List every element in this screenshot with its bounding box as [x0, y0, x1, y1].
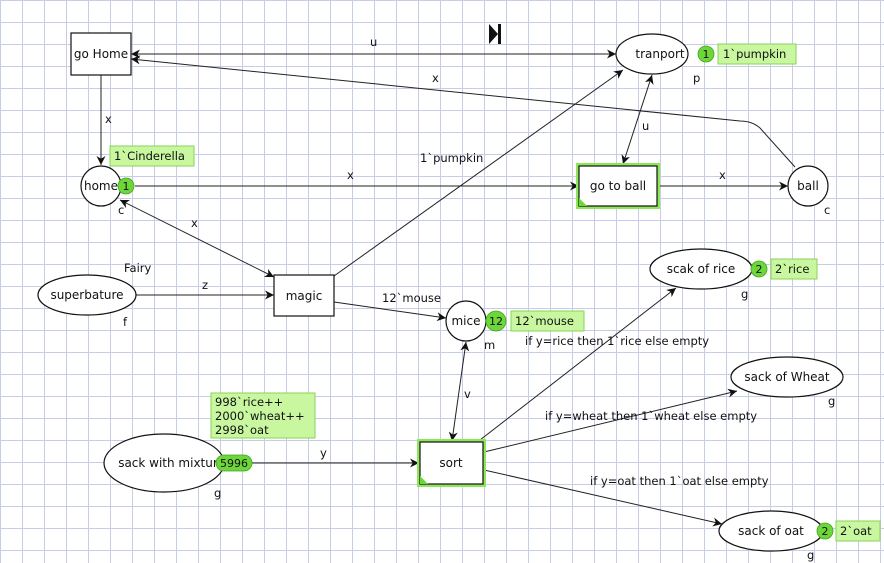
arc-label-home-magic: x [191, 216, 198, 230]
place-tranport-count: 1 [703, 48, 710, 61]
place-tranport-token: 1`pumpkin [723, 47, 786, 61]
place-scak-of-rice-marking: 2 2`rice [750, 258, 818, 280]
place-home[interactable]: home [80, 165, 122, 207]
place-sack-with-mixture-token-1: 998`rice++ [215, 395, 283, 409]
place-home-label: home [84, 179, 118, 193]
arc-label-gohome-home: x [105, 112, 112, 126]
arc-label-gohome-tranport: u [370, 35, 377, 49]
arc-sort-wheat [483, 388, 738, 453]
place-mice-label: mice [451, 314, 480, 328]
transition-go-to-ball-label: go to ball [590, 179, 646, 193]
arc-magic-tranport [333, 69, 624, 277]
place-home-marking: 1 1`Cinderella [109, 145, 195, 195]
place-superbature-type: f [123, 315, 128, 329]
transition-sort-label: sort [439, 456, 463, 470]
place-mice-count: 12 [489, 315, 503, 328]
arc-label-sort-oat: if y=oat then 1`oat else empty [590, 474, 769, 488]
arc-mice-sort [448, 341, 470, 442]
place-sack-with-mixture-marking: 5996 998`rice++ 2000`wheat++ 2998`oat [210, 392, 316, 472]
place-scak-of-rice[interactable]: scak of rice [649, 248, 753, 290]
place-ball-type: c [824, 203, 830, 217]
arc-label-sort-wheat: if y=wheat then 1`wheat else empty [545, 409, 757, 423]
place-home-token: 1`Cinderella [114, 149, 185, 163]
place-home-type: c [118, 203, 124, 217]
place-tranport-marking: 1 1`pumpkin [697, 43, 797, 65]
place-tranport[interactable]: tranport [615, 33, 689, 75]
arc-home-magic [119, 199, 275, 278]
place-sack-of-oat-count: 2 [822, 525, 829, 538]
place-sack-of-wheat-type: g [828, 394, 835, 408]
arc-sort-oat [483, 469, 723, 527]
place-sack-with-mixture-label: sack with mixtur [118, 456, 218, 470]
place-sack-of-oat[interactable]: sack of oat [718, 510, 824, 552]
place-superbature[interactable]: superbature [37, 274, 137, 316]
arc-label-tranport-gotoball: u [642, 119, 649, 133]
place-sack-with-mixture-token-3: 2998`oat [215, 423, 269, 437]
arc-label-home-gotoball: x [347, 168, 354, 182]
transition-go-home[interactable]: go Home [70, 32, 132, 76]
place-scak-of-rice-label: scak of rice [667, 262, 736, 276]
place-sack-of-oat-type: g [807, 548, 814, 562]
transition-magic-label: magic [286, 289, 323, 303]
transition-go-home-label: go Home [74, 47, 128, 61]
place-ball[interactable]: ball [787, 165, 829, 207]
arc-label-mice-sort: v [464, 387, 471, 401]
place-home-count: 1 [123, 180, 130, 193]
place-sack-of-wheat[interactable]: sack of Wheat [730, 356, 844, 398]
place-scak-of-rice-count: 2 [756, 263, 763, 276]
arc-magic-mice [333, 301, 447, 322]
arc-label-sort-rice: if y=rice then 1`rice else empty [525, 334, 709, 348]
place-mice-marking: 12 12`mouse [485, 310, 585, 332]
place-scak-of-rice-token: 2`rice [775, 262, 809, 276]
place-superbature-marking: Fairy [124, 261, 152, 275]
place-mice[interactable]: mice [445, 300, 487, 342]
place-sack-with-mixture-count: 5996 [220, 457, 248, 470]
place-sack-of-oat-label: sack of oat [738, 524, 804, 538]
arc-label-superbature-magic: z [202, 278, 208, 292]
arc-tranport-gotoball [621, 74, 654, 165]
place-sack-with-mixture-type: g [214, 486, 221, 500]
arc-label-mixture-sort: y [320, 446, 327, 460]
arc-sort-rice [479, 287, 677, 441]
place-sack-of-oat-marking: 2 2`oat [816, 520, 881, 542]
arc-ball-gohome [130, 55, 796, 168]
arc-label-magic-mice: 12`mouse [382, 291, 441, 305]
transition-magic[interactable]: magic [273, 274, 335, 317]
place-tranport-type: p [693, 71, 700, 85]
place-sack-with-mixture[interactable]: sack with mixtur [103, 433, 225, 493]
place-sack-of-oat-token: 2`oat [840, 524, 872, 538]
place-superbature-label: superbature [50, 288, 123, 302]
place-ball-label: ball [797, 179, 819, 193]
step-forward-icon[interactable] [489, 24, 501, 44]
arc-label-gotoball-ball: x [719, 168, 726, 182]
transition-sort[interactable]: sort [417, 439, 486, 487]
place-tranport-label: tranport [635, 47, 684, 61]
arc-label-magic-tranport: 1`pumpkin [420, 151, 483, 165]
arc-label-ball-gohome: x [432, 71, 439, 85]
place-mice-token: 12`mouse [515, 314, 574, 328]
transition-go-to-ball[interactable]: go to ball [576, 163, 660, 209]
place-scak-of-rice-type: g [741, 287, 748, 301]
place-sack-with-mixture-token-2: 2000`wheat++ [215, 409, 305, 423]
place-sack-of-wheat-label: sack of Wheat [744, 370, 830, 384]
place-mice-type: m [484, 338, 495, 352]
